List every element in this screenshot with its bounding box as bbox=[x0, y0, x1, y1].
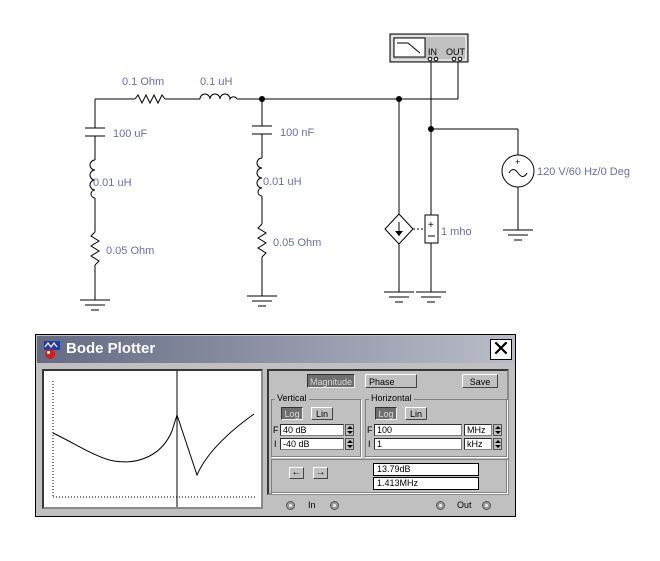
bode-plotter-window: Bode Plotter ✕ Magnitude Phase Save Vert… bbox=[35, 334, 516, 517]
cursor-left-button[interactable]: ← bbox=[289, 467, 304, 479]
vertical-lin-button[interactable]: Lin bbox=[311, 407, 333, 420]
horizontal-initial-input[interactable]: 1 bbox=[374, 438, 462, 450]
svg-text:IN: IN bbox=[428, 47, 437, 57]
label-cap-1: 100 uF bbox=[113, 128, 148, 140]
svg-text:OUT: OUT bbox=[446, 47, 466, 57]
bode-plot-area[interactable] bbox=[42, 369, 263, 509]
horizontal-initial-label: I bbox=[368, 439, 371, 449]
out-terminal-plus[interactable] bbox=[436, 501, 445, 510]
svg-text:+: + bbox=[515, 157, 520, 167]
close-button[interactable]: ✕ bbox=[490, 337, 512, 362]
out-terminal-minus[interactable] bbox=[482, 501, 491, 510]
bode-controls: Magnitude Phase Save Vertical Log Lin F … bbox=[267, 369, 509, 495]
svg-text:+: + bbox=[428, 220, 434, 231]
horizontal-lin-button[interactable]: Lin bbox=[405, 407, 427, 420]
inductor-mid bbox=[256, 157, 263, 197]
magnitude-curve bbox=[52, 413, 255, 477]
window-title: Bode Plotter bbox=[66, 340, 156, 357]
vertical-final-spinner[interactable] bbox=[345, 424, 354, 436]
label-ind-left: 0.01 uH bbox=[93, 177, 132, 189]
readout-db: 13.79dB bbox=[373, 463, 479, 476]
readout-frequency: 1.413MHz bbox=[373, 477, 479, 490]
resistor-mid bbox=[257, 223, 267, 258]
close-icon: ✕ bbox=[491, 337, 511, 362]
inductor-left bbox=[89, 159, 96, 199]
in-terminal-minus[interactable] bbox=[330, 501, 339, 510]
label-ind-mid: 0.01 uH bbox=[263, 176, 302, 188]
magnitude-button[interactable]: Magnitude bbox=[307, 374, 355, 388]
phase-button[interactable]: Phase bbox=[365, 374, 417, 388]
label-res-left: 0.05 Ohm bbox=[106, 245, 154, 257]
horizontal-final-input[interactable]: 100 bbox=[374, 424, 462, 436]
vertical-initial-spinner[interactable] bbox=[345, 438, 354, 450]
label-res-mid: 0.05 Ohm bbox=[273, 237, 321, 249]
bode-app-icon bbox=[44, 341, 60, 359]
label-inductor-1: 0.1 uH bbox=[200, 76, 232, 88]
out-terminal-label: Out bbox=[457, 500, 472, 510]
cursor-right-button[interactable]: → bbox=[313, 467, 328, 479]
horizontal-log-button[interactable]: Log bbox=[375, 407, 397, 420]
vertical-final-label: F bbox=[273, 425, 279, 435]
circuit-schematic: + + IN OUT 0.1 Ohm 0.1 uH 100 uF 0.01 uH… bbox=[80, 33, 630, 311]
vertical-label: Vertical bbox=[275, 393, 309, 403]
vertical-final-input[interactable]: 40 dB bbox=[280, 424, 344, 436]
in-terminal-label: In bbox=[308, 500, 316, 510]
horizontal-final-spinner[interactable] bbox=[493, 424, 502, 436]
label-resistor-1: 0.1 Ohm bbox=[122, 76, 164, 88]
resistor-left bbox=[90, 231, 100, 266]
vertical-group bbox=[271, 399, 361, 457]
horizontal-group bbox=[365, 399, 507, 457]
horizontal-initial-spinner[interactable] bbox=[493, 438, 502, 450]
label-dep-source: 1 mho bbox=[441, 226, 472, 238]
readout-panel bbox=[271, 459, 507, 493]
vertical-initial-input[interactable]: -40 dB bbox=[280, 438, 344, 450]
vertical-log-button[interactable]: Log bbox=[281, 407, 303, 420]
horizontal-label: Horizontal bbox=[369, 393, 414, 403]
vertical-initial-label: I bbox=[274, 439, 277, 449]
label-ac-source: 120 V/60 Hz/0 Deg bbox=[537, 166, 630, 178]
horizontal-final-label: F bbox=[367, 425, 373, 435]
in-terminal-plus[interactable] bbox=[286, 501, 295, 510]
horizontal-final-unit[interactable]: MHz bbox=[464, 424, 492, 436]
save-button[interactable]: Save bbox=[462, 374, 498, 388]
bode-magnitude-plot bbox=[52, 371, 256, 507]
label-cap-2: 100 nF bbox=[280, 127, 315, 139]
horizontal-initial-unit[interactable]: kHz bbox=[464, 438, 492, 450]
resistor-series-1 bbox=[134, 93, 166, 105]
bode-title-bar[interactable]: Bode Plotter ✕ bbox=[37, 336, 514, 363]
inductor-series-1 bbox=[199, 93, 238, 101]
